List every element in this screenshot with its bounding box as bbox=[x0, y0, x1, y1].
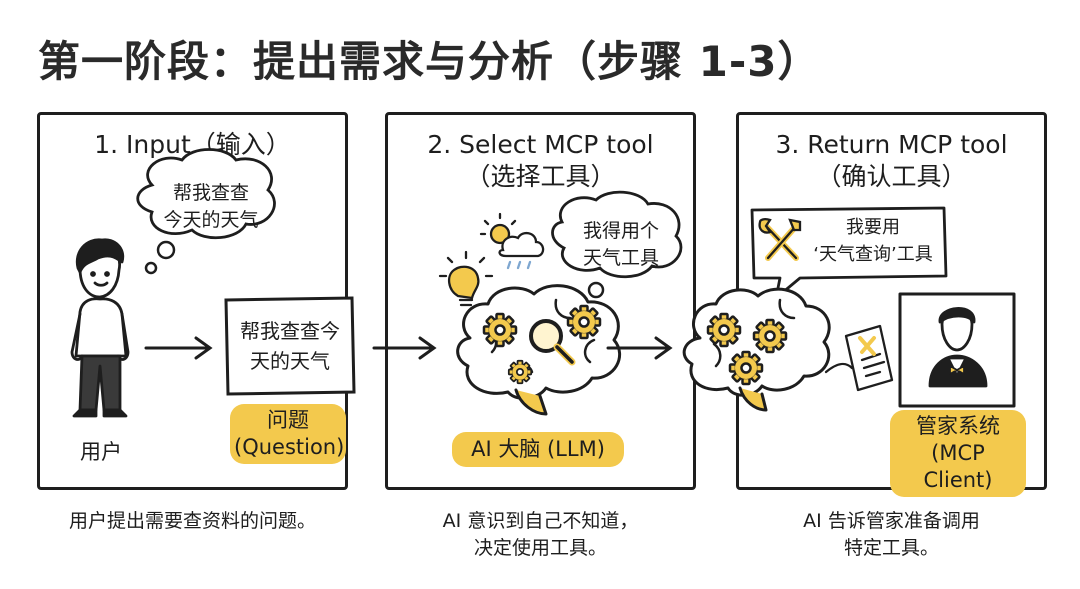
panel-heading: 3. Return MCP tool （确认工具） bbox=[739, 129, 1044, 193]
panel-heading-line2: （选择工具） bbox=[465, 162, 616, 191]
panel-heading-line1: 2. Select MCP tool bbox=[427, 130, 654, 159]
panel-caption: AI 告诉管家准备调用 特定工具。 bbox=[803, 510, 980, 559]
llm-tag: AI 大脑 (LLM) bbox=[452, 432, 624, 467]
panel-heading-line1: 3. Return MCP tool bbox=[775, 130, 1008, 159]
user-label: 用户 bbox=[80, 440, 122, 464]
gear-icon bbox=[752, 318, 788, 354]
thought-bubble-icon bbox=[136, 148, 276, 275]
panel-heading-line2: （确认工具） bbox=[816, 162, 967, 191]
question-tag: 问题 (Question) bbox=[230, 404, 346, 464]
document-icon bbox=[824, 324, 894, 392]
page-title: 第一阶段：提出需求与分析（步骤 1-3） bbox=[38, 37, 821, 86]
panel-caption: AI 意识到自己不知道， 决定使用工具。 bbox=[442, 510, 639, 559]
thought-bubble-text: 我得用个 天气工具 bbox=[582, 220, 659, 269]
panel-caption: 用户提出需要查资料的问题。 bbox=[68, 510, 316, 532]
speech-bubble-text: 我要用 ‘天气查询’工具 bbox=[813, 217, 933, 265]
gear-icon bbox=[728, 350, 764, 386]
question-box bbox=[224, 296, 356, 396]
magnifier-icon bbox=[529, 319, 576, 366]
arrow-right-icon bbox=[606, 336, 673, 360]
arrow-right-icon bbox=[372, 336, 437, 360]
panel-select-tool: 2. Select MCP tool （选择工具） bbox=[385, 112, 696, 490]
sun-cloud-rain-icon bbox=[479, 212, 545, 270]
gear-icon bbox=[507, 359, 533, 385]
butler-icon bbox=[898, 292, 1016, 408]
gear-icon bbox=[482, 312, 518, 348]
gear-icon bbox=[706, 312, 742, 348]
user-figure-icon bbox=[70, 238, 130, 418]
question-box-text: 帮我查查今 天的天气 bbox=[240, 319, 340, 373]
gear-icon bbox=[566, 304, 602, 340]
arrow-right-icon bbox=[144, 336, 213, 360]
wrench-screwdriver-icon bbox=[758, 218, 802, 261]
panel-heading: 2. Select MCP tool （选择工具） bbox=[388, 129, 693, 193]
mcp-client-tag: 管家系统 (MCP Client) bbox=[890, 410, 1026, 497]
thought-bubble-text: 帮我查查 今天的天气 bbox=[163, 182, 259, 231]
lightbulb-icon bbox=[438, 250, 494, 307]
brain-icon bbox=[682, 287, 831, 412]
